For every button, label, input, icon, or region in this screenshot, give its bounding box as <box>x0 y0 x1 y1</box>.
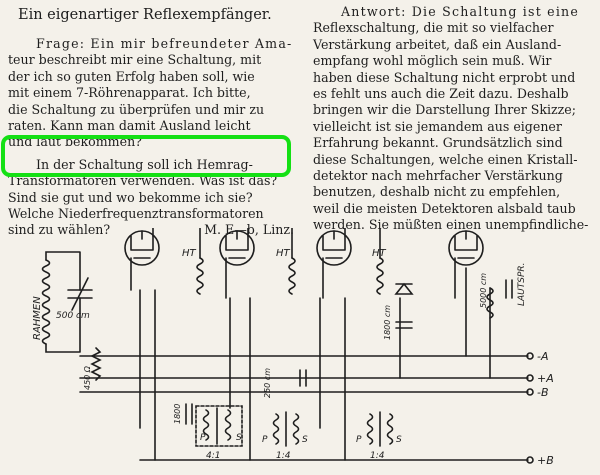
highlighted-question: In der Schaltung soll ich Hemrag- Transf… <box>8 157 298 190</box>
ht-coil-2 <box>288 257 296 295</box>
ratio-1-4-label-a: 1:4 <box>276 451 291 461</box>
rahmen-coil <box>41 259 51 345</box>
extra-line: Welche Niederfrequenztransformatoren <box>8 206 264 222</box>
answer-line: Antwort: Die Schaltung ist eine <box>341 4 580 19</box>
terminal-plus-a-label: +A <box>537 372 554 385</box>
highlight-line: In der Schaltung soll ich Hemrag- <box>36 156 253 172</box>
answer-line: detektor nach mehrfacher Verstärkung <box>313 168 563 184</box>
rahmen-capacitor <box>67 277 93 311</box>
terminal-minus-a-label: -A <box>537 350 549 363</box>
ht-label-3: HT <box>372 248 387 259</box>
question-line: der ich so guten Erfolg haben soll, wie <box>8 68 255 84</box>
question-line: Frage: Ein mir befreundeter Ama- <box>36 36 293 51</box>
answer-line: Verstärkung arbeitet, daß ein Ausland- <box>313 36 562 52</box>
question-line: teur beschreibt mir eine Schaltung, mit <box>8 52 262 68</box>
terminal-plus-b-label: +B <box>537 454 554 467</box>
lautspr-label: LAUTSPR. <box>517 262 527 306</box>
ht-coil-3 <box>376 257 384 295</box>
question-line: die Schaltung zu überprüfen und mir zu <box>8 101 265 117</box>
resistor-450 <box>90 347 102 381</box>
transformer-1-4-a <box>272 411 300 447</box>
transformer-4-1 <box>195 405 243 447</box>
s-label-1: S <box>236 433 242 443</box>
ht-label-1: HT <box>182 248 197 259</box>
rahmen-label: RAHMEN <box>32 296 43 340</box>
tube-4 <box>448 230 484 266</box>
terminal-minus-a <box>526 352 534 360</box>
answer-line: es fehlt uns auch die Zeit dazu. Deshalb <box>313 86 569 102</box>
tube-1 <box>124 230 160 266</box>
cap-1800-label: 1800 <box>173 404 182 424</box>
ht-coil-1 <box>196 257 204 295</box>
ratio-1-4-label-b: 1:4 <box>370 451 385 461</box>
lautspr-cap-label: 5000 cm <box>479 273 488 308</box>
cap-250-label: 250 cm <box>263 368 272 398</box>
highlight-box <box>1 135 291 177</box>
answer-line: vielleicht ist sie jemandem aus eigener <box>313 118 562 134</box>
terminal-minus-b-label: -B <box>537 386 549 399</box>
extra-line: Sind sie gut und wo bekomme ich sie? <box>8 189 253 205</box>
answer-line: haben diese Schaltung nicht erprobt und <box>313 69 576 85</box>
question-line: raten. Kann man damit Ausland leicht <box>8 118 251 134</box>
answer-line: benutzen, deshalb nicht zu empfehlen, <box>313 184 561 200</box>
s-label-2: S <box>302 435 308 445</box>
p-label-2: P <box>262 435 268 445</box>
answer-line: bringen wir die Darstellung Ihrer Skizze… <box>313 102 577 118</box>
answer-paragraph: Antwort: Die Schaltung ist eine Reflexsc… <box>313 4 595 234</box>
answer-line: empfang wohl möglich sein muß. Wir <box>313 53 552 69</box>
lautspr-cap <box>505 279 513 299</box>
terminal-minus-b <box>526 388 534 396</box>
rahmen-cap-label: 500 cm <box>56 311 90 321</box>
answer-line: Reflexschaltung, die mit so vielfacher <box>313 20 554 36</box>
highlight-line: Transformatoren verwenden. Was ist das? <box>8 173 278 189</box>
terminal-plus-a <box>526 374 534 382</box>
p-label-1: P <box>200 433 206 443</box>
answer-line: weil die meisten Detektoren alsbald taub <box>313 200 576 216</box>
ratio-4-1-label: 4:1 <box>206 451 220 461</box>
p-label-3: P <box>356 435 362 445</box>
s-label-3: S <box>396 435 402 445</box>
extra-line-text: sind zu wählen? <box>8 222 111 238</box>
question-line: mit einem 7-Röhrenapparat. Ich bitte, <box>8 85 251 101</box>
detector-capacitor <box>395 321 413 329</box>
left-column: Ein eigenartiger Reflexempfänger. Frage:… <box>8 4 298 239</box>
question-paragraph: Frage: Ein mir befreundeter Ama- teur be… <box>8 36 298 151</box>
cap-1800 <box>185 403 193 425</box>
res-450-label: 450 Ω <box>83 365 92 390</box>
ht-label-2: HT <box>276 248 291 259</box>
article-title: Ein eigenartiger Reflexempfänger. <box>18 7 272 23</box>
answer-line: Erfahrung bekannt. Grundsätzlich sind <box>313 135 563 151</box>
tube-2 <box>219 230 255 266</box>
detector-cap-label: 1800 cm <box>383 305 392 340</box>
crystal-detector <box>394 282 414 295</box>
transformer-1-4-b <box>366 411 394 447</box>
tube-3 <box>316 230 352 266</box>
lautspr-coil <box>486 287 494 319</box>
answer-line: werden. Sie müßten einen unempfindliche- <box>313 217 589 233</box>
cap-mid <box>299 369 307 387</box>
answer-line: diese Schaltungen, welche einen Kristall… <box>313 151 578 167</box>
rahmen-wire <box>45 251 81 353</box>
terminal-plus-b <box>526 456 534 464</box>
circuit-schematic: RAHMEN 500 cm HT HT HT LAUTSPR. 5000 cm … <box>32 228 554 467</box>
right-column: Antwort: Die Schaltung ist eine Reflexsc… <box>313 4 595 234</box>
